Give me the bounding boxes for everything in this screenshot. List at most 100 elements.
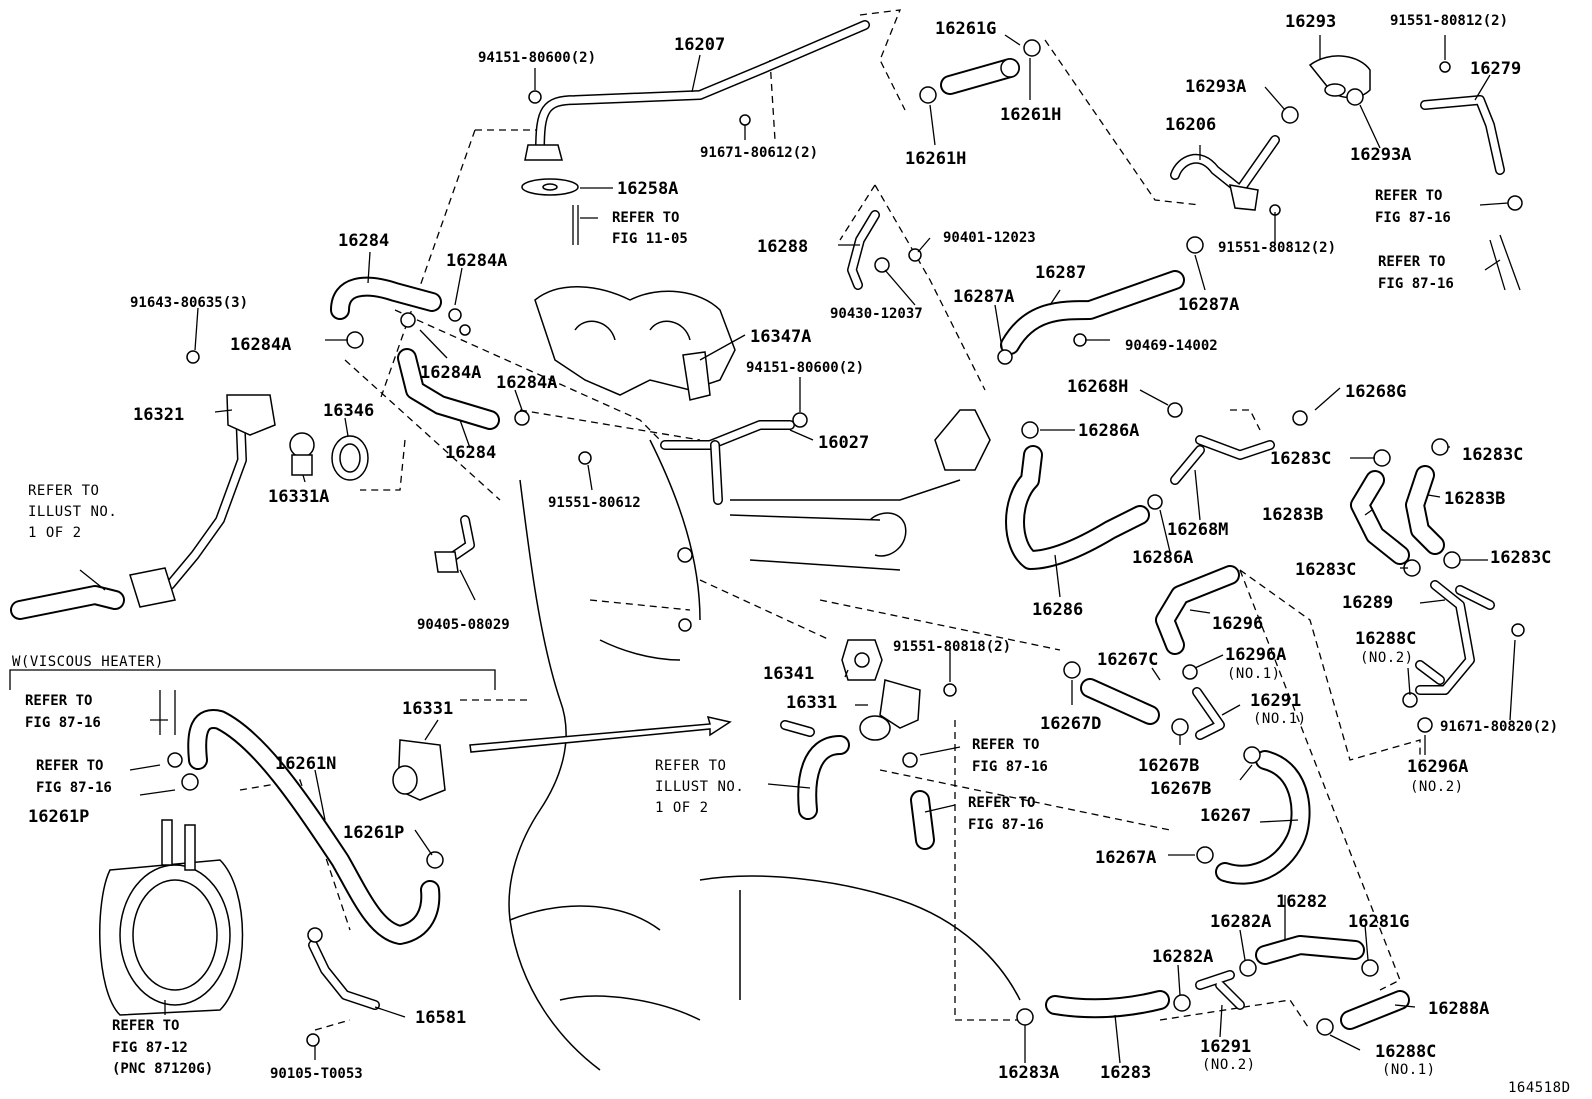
label-p84: 16283	[1100, 1063, 1151, 1083]
hose-left-refer	[10, 585, 125, 620]
label-p62: 16331	[402, 699, 453, 719]
label-p78: 16581	[415, 1008, 466, 1028]
refer-hose-right-top	[1489, 234, 1521, 291]
label-p16: 90401-12023	[943, 230, 1036, 246]
hose-16284-lower	[397, 348, 500, 430]
label-p71: 16267	[1200, 806, 1251, 826]
label-p24: 91643-80635(3)	[130, 295, 248, 311]
refer-note-fig-11-05: REFER TO FIG 11-05	[612, 210, 688, 247]
refer-note-fig-87-16-d: REFER TO FIG 87-16	[36, 758, 112, 796]
hose-16284-upper	[330, 276, 442, 320]
pipe-16207	[521, 20, 870, 245]
label-p70: 16261P	[343, 823, 404, 843]
direction-arrow	[469, 715, 732, 753]
label-p69: 16261P	[28, 807, 89, 827]
hose-16286	[1005, 445, 1150, 570]
hose-center-refer	[780, 720, 850, 820]
label-p43: 16283B	[1444, 489, 1505, 509]
label-p17: 16287	[1035, 263, 1086, 283]
label-p59: (NO.1)	[1253, 711, 1307, 727]
label-p75: 16281G	[1348, 912, 1409, 932]
gasket-16341	[841, 639, 883, 681]
engine-outline	[508, 286, 1021, 1071]
label-p64: 16261N	[275, 754, 336, 774]
pipe-16288	[847, 210, 880, 290]
refer-note-fig-87-16-b: REFER TO FIG 87-16	[1378, 254, 1454, 292]
label-p76: 16282A	[1152, 947, 1213, 967]
label-p61: 16331	[786, 693, 837, 713]
label-p07: 16261H	[905, 149, 966, 169]
refer-note-fig-87-16-a: REFER TO FIG 87-16	[1375, 188, 1451, 226]
label-p10: 16279	[1470, 59, 1521, 79]
label-p37: 16268G	[1345, 382, 1406, 402]
label-p68: 16267B	[1150, 779, 1211, 799]
label-p77: 16288A	[1428, 999, 1489, 1019]
label-p67: (NO.2)	[1410, 779, 1464, 795]
label-p30: 16321	[133, 405, 184, 425]
label-p27: 16284A	[496, 373, 557, 393]
label-p80: (NO.2)	[1202, 1057, 1256, 1073]
label-p41: 16268M	[1167, 520, 1228, 540]
pipe-16289	[1415, 580, 1495, 695]
thermostat-16331-viscous	[392, 739, 446, 801]
refer-note-illust-left: REFER TO ILLUST NO. 1 OF 2	[28, 483, 126, 541]
pipe-16279	[1420, 95, 1505, 175]
section-title: W(VISCOUS HEATER)	[12, 654, 164, 670]
label-p81: 16288C	[1375, 1042, 1436, 1062]
label-p60: 91671-80820(2)	[1440, 719, 1558, 735]
label-p03: 91671-80612(2)	[700, 145, 818, 161]
hose-16293	[1308, 55, 1371, 99]
part-labels: 94151-80600(2) 16207 91671-80612(2) 1625…	[28, 12, 1558, 1083]
label-p82: (NO.1)	[1382, 1062, 1436, 1078]
hose-16282	[1255, 935, 1365, 965]
label-p53: 91551-80818(2)	[893, 639, 1011, 655]
label-p46: 16283C	[1490, 548, 1551, 568]
refer-note-fig-87-16-c: REFER TO FIG 87-16	[25, 693, 101, 731]
hose-16296	[1155, 565, 1240, 655]
pipe-16206	[1170, 135, 1280, 211]
thermostat-16331A	[289, 432, 315, 476]
label-p19: 16287A	[1178, 295, 1239, 315]
refer-note-fig-87-12: REFER TO FIG 87-12 (PNC 87120G)	[112, 1018, 213, 1077]
label-p52: (NO.2)	[1360, 650, 1414, 666]
label-p40: 16283C	[1462, 445, 1523, 465]
label-p58: 16291	[1250, 691, 1301, 711]
label-p04: 16258A	[617, 179, 678, 199]
label-p63: 16267D	[1040, 714, 1101, 734]
label-p28: 16347A	[750, 327, 811, 347]
pipe-16581	[308, 940, 380, 1010]
label-p51: 16288C	[1355, 629, 1416, 649]
water-inlet-16321	[129, 394, 276, 608]
diagram-id: 164518D	[1508, 1080, 1571, 1096]
pipe-16291-no2	[1195, 970, 1245, 1010]
label-p01: 94151-80600(2)	[478, 50, 596, 66]
label-p22: 16284	[338, 231, 389, 251]
label-p79: 16291	[1200, 1037, 1251, 1057]
pipe-90405-08029	[434, 515, 475, 573]
label-p39: 16283C	[1270, 449, 1331, 469]
label-p74: 16282A	[1210, 912, 1271, 932]
label-p36: 16268H	[1067, 377, 1128, 397]
label-p08: 16293	[1285, 12, 1336, 32]
label-p48: 16289	[1342, 593, 1393, 613]
hose-16287	[1000, 270, 1185, 355]
hose-16261N	[187, 709, 441, 945]
label-p85: 90105-T0053	[270, 1066, 363, 1082]
label-p09: 91551-80812(2)	[1390, 13, 1508, 29]
hose-16283B-left	[1350, 470, 1410, 565]
hose-16288A	[1340, 990, 1410, 1030]
label-p49: 16296	[1212, 614, 1263, 634]
water-outlet-16331	[859, 679, 921, 741]
label-p12: 16293A	[1350, 145, 1411, 165]
hose-16283B-right	[1405, 465, 1445, 555]
label-p32: 16284	[445, 443, 496, 463]
label-p18: 16287A	[953, 287, 1014, 307]
label-p05: 16261G	[935, 19, 996, 39]
label-p13: 16206	[1165, 115, 1216, 135]
refer-note-illust-center: REFER TO ILLUST NO. 1 OF 2	[655, 758, 753, 816]
refer-note-fig-87-16-f: REFER TO FIG 87-16	[968, 795, 1044, 833]
label-p14: 91551-80812(2)	[1218, 240, 1336, 256]
hose-16267C	[1080, 678, 1160, 725]
label-p42: 16283B	[1262, 505, 1323, 525]
hose-16261G	[940, 58, 1020, 95]
